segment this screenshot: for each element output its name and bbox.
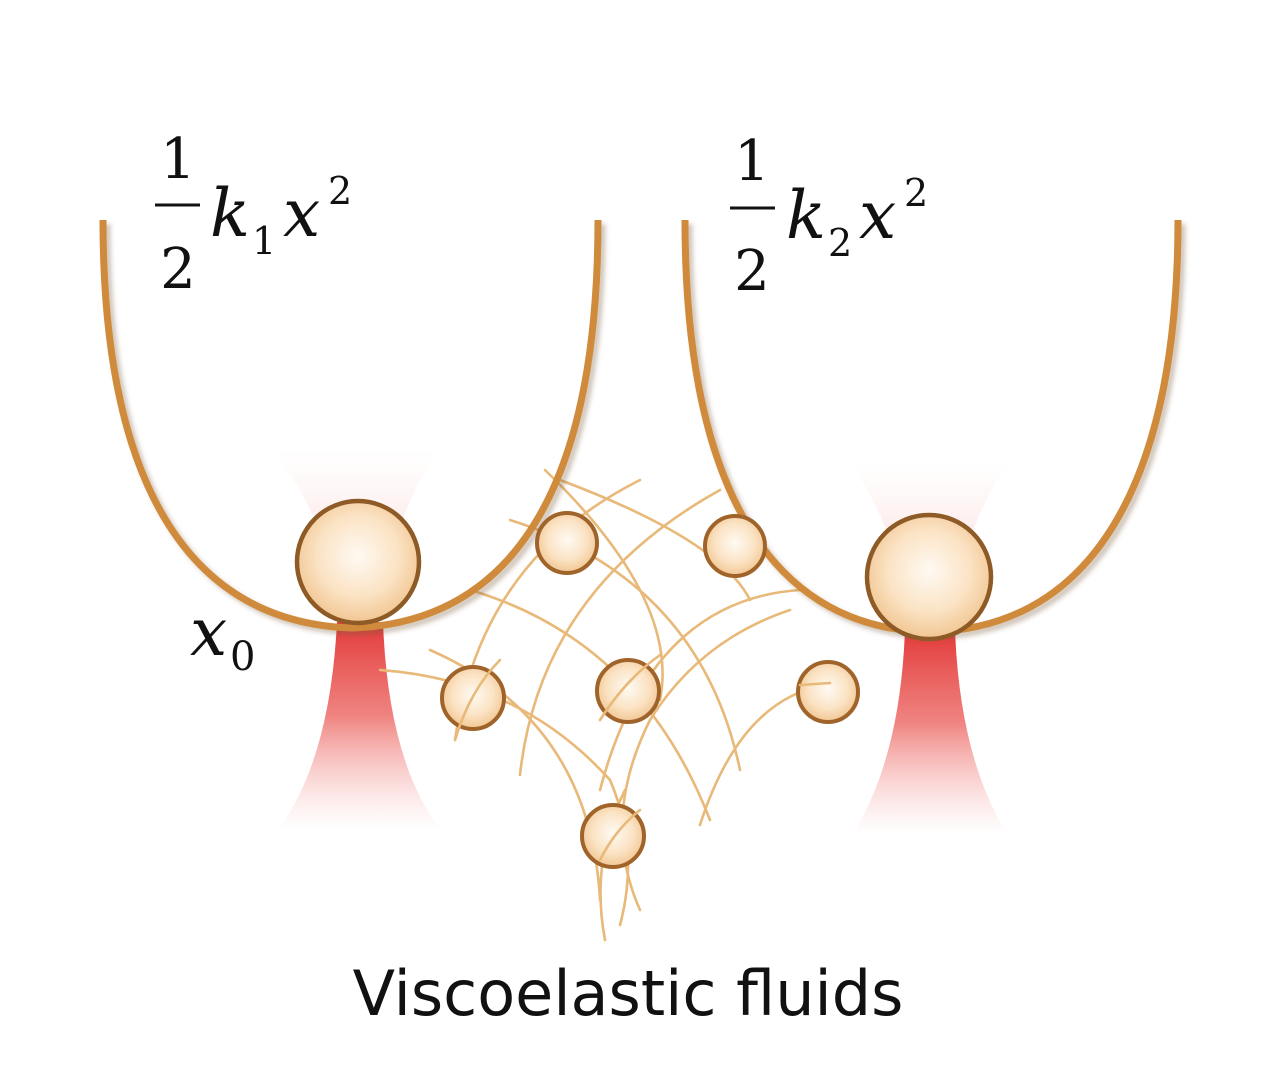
left-laser-beam-lower xyxy=(278,622,440,830)
tracer-particle xyxy=(535,511,599,575)
tracer-particle xyxy=(595,658,661,724)
polymer-strand xyxy=(453,658,502,742)
right-spring-constant-subscript: 2 xyxy=(828,221,852,265)
polymer-overlay xyxy=(453,653,832,862)
left-spring-constant-subscript: 1 xyxy=(252,219,276,263)
polymer-strand xyxy=(558,478,752,602)
left-position-variable: x xyxy=(283,175,320,252)
polymer-strand xyxy=(798,681,832,687)
right-exponent: 2 xyxy=(904,171,928,215)
right-trapped-bead xyxy=(864,512,994,642)
polymer-strand xyxy=(518,488,722,777)
right-fraction-denominator: 2 xyxy=(734,239,770,304)
right-laser-beam-lower xyxy=(852,630,1008,835)
equilibrium-position-variable: x xyxy=(190,594,227,671)
left-potential-label: 1 2 k 1 x 2 xyxy=(155,127,352,302)
right-fraction-numerator: 1 xyxy=(734,129,770,194)
left-fraction-denominator: 2 xyxy=(160,237,196,302)
right-position-variable: x xyxy=(859,177,896,254)
polymer-strand xyxy=(598,588,802,792)
polymer-strand xyxy=(598,653,662,722)
left-fraction-numerator: 1 xyxy=(160,127,196,192)
tracer-particle xyxy=(703,514,767,578)
left-potential-well xyxy=(99,219,602,632)
caption: Viscoelastic fluids xyxy=(353,957,904,1030)
polymer-strand xyxy=(620,608,792,912)
equilibrium-position-subscript: 0 xyxy=(230,634,255,680)
left-spring-constant: k xyxy=(210,175,250,252)
polymer-strand xyxy=(598,808,642,862)
tracer-particle xyxy=(796,660,860,724)
right-potential-label: 1 2 k 2 x 2 xyxy=(730,129,928,304)
left-trapped-bead xyxy=(294,498,422,626)
equilibrium-position-label: x 0 xyxy=(190,594,255,680)
left-exponent: 2 xyxy=(328,169,352,213)
right-spring-constant: k xyxy=(786,177,826,254)
